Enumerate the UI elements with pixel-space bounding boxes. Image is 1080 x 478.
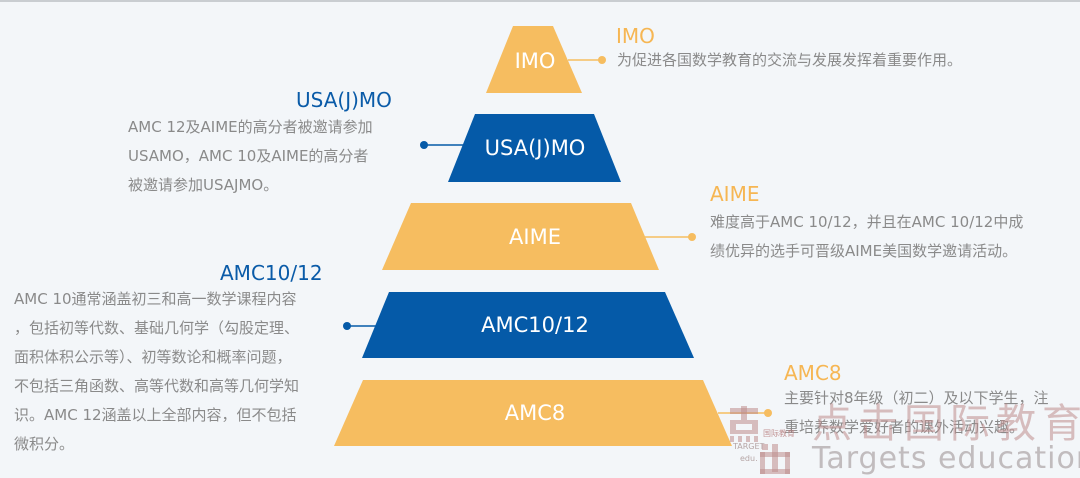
connector-dot-aime xyxy=(688,233,696,241)
watermark-logo-edu: edu. xyxy=(740,454,758,463)
desc-line: 面积体积公示等）、初等数论和概率问题， xyxy=(14,348,292,366)
tier-amc8-title: AMC8 xyxy=(784,361,842,385)
connector-dot-amc8 xyxy=(764,409,772,417)
tier-aime-shape xyxy=(382,203,659,270)
desc-line: 绩优异的选手可晋级AIME美国数学邀请活动。 xyxy=(710,242,1018,260)
connector-dot-usajmo xyxy=(420,141,428,149)
tier-amc1012-shape xyxy=(362,292,694,358)
tier-aime-description: 难度高于AMC 10/12，并且在AMC 10/12中成 绩优异的选手可晋级AI… xyxy=(710,208,1023,266)
tier-amc1012-label: AMC10/12 xyxy=(481,313,589,337)
desc-line: USAMO，AMC 10及AIME的高分者 xyxy=(128,147,369,165)
tier-usajmo-shape xyxy=(448,114,621,182)
tier-usajmo-description: AMC 12及AIME的高分者被邀请参加 USAMO，AMC 10及AIME的高… xyxy=(128,113,373,200)
tier-imo-shape xyxy=(486,26,582,93)
tier-imo-description: 为促进各国数学教育的交流与发展发挥着重要作用。 xyxy=(617,46,962,75)
desc-line: AMC 12及AIME的高分者被邀请参加 xyxy=(128,118,373,136)
desc-line: 难度高于AMC 10/12，并且在AMC 10/12中成 xyxy=(710,213,1024,231)
tier-aime-label: AIME xyxy=(509,225,561,249)
top-border xyxy=(0,0,1080,2)
desc-line: 不包括三角函数、高等代数和高等几何学知 xyxy=(14,377,300,395)
tier-amc8-shape xyxy=(334,380,732,446)
watermark-logo-target: TARGET xyxy=(733,442,765,451)
watermark-english: Targets education xyxy=(812,441,1080,476)
desc-line: 主要针对8年级（初二）及以下学生，注 xyxy=(784,389,1049,407)
tier-amc1012-description: AMC 10通常涵盖初三和高一数学课程内容 ，包括初等代数、基础几何学（勾股定理… xyxy=(14,285,299,459)
tier-amc1012-title: AMC10/12 xyxy=(220,261,323,285)
desc-line: 被邀请参加USAJMO。 xyxy=(128,176,279,194)
connector-dot-amc1012 xyxy=(343,322,351,330)
tier-usajmo-label: USA(J)MO xyxy=(485,136,586,160)
tier-imo-label: IMO xyxy=(515,49,556,73)
desc-line: ，包括初等代数、基础几何学（勾股定理、 xyxy=(14,319,300,337)
tier-amc8-label: AMC8 xyxy=(505,401,566,425)
tier-aime-title: AIME xyxy=(710,182,760,206)
watermark-logo-subtext: 国际教育 xyxy=(763,429,795,438)
desc-line: AMC 10通常涵盖初三和高一数学课程内容 xyxy=(14,290,297,308)
desc-line: 识。AMC 12涵盖以上全部内容，但不包括 xyxy=(14,406,297,424)
tier-amc8-description: 主要针对8年级（初二）及以下学生，注 重培养数学爱好者的课外活动兴趣。 xyxy=(784,384,1049,442)
connector-dot-imo xyxy=(598,56,606,64)
watermark-chinese: 点击国际教育 xyxy=(812,401,1080,447)
desc-line: 重培养数学爱好者的课外活动兴趣。 xyxy=(784,418,1025,436)
desc-line: 为促进各国数学教育的交流与发展发挥着重要作用。 xyxy=(617,51,963,69)
watermark-logo-icon xyxy=(730,406,790,474)
tier-usajmo-title: USA(J)MO xyxy=(296,88,392,112)
desc-line: 微积分。 xyxy=(14,435,75,453)
tier-imo-title: IMO xyxy=(616,24,655,48)
